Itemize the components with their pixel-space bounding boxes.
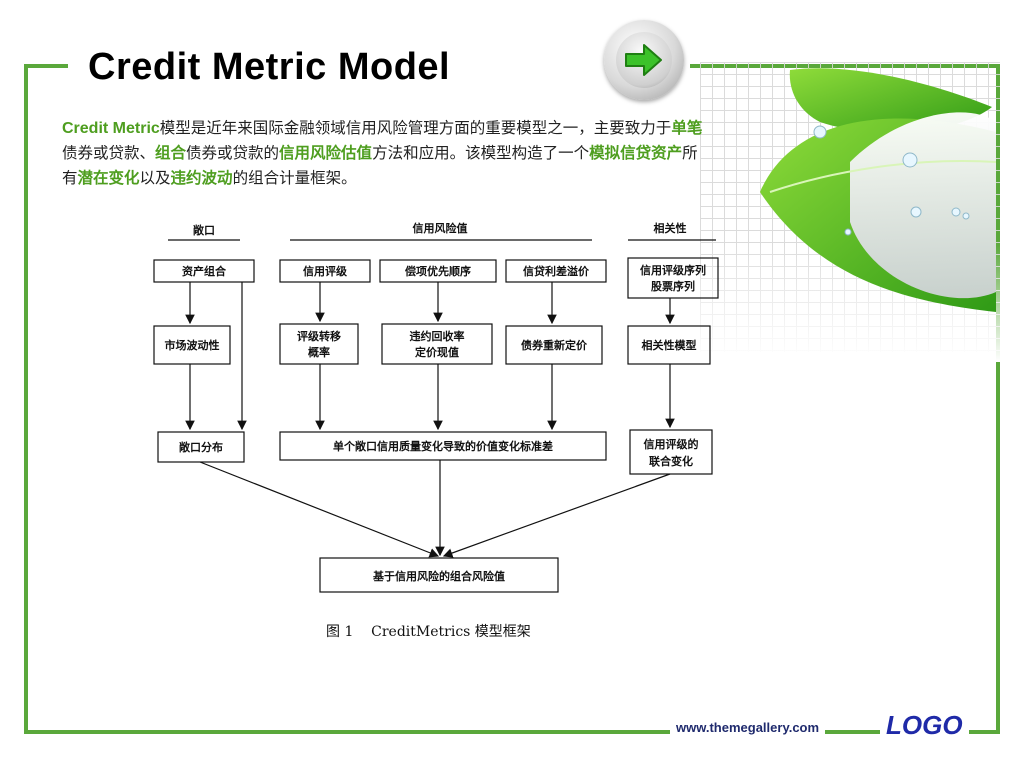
box-credit-spread (505, 259, 607, 283)
para-highlight-4: 模拟信贷资产 (589, 144, 683, 162)
box-bond-revaluation (505, 325, 603, 365)
creditmetrics-framework-diagram: 敞口 信用风险值 相关性 资产组合 信用评级 偿项优先顺序 信贷利差溢价 信用评… (153, 221, 719, 640)
frame-right (996, 64, 1000, 734)
box-asset-portfolio (153, 259, 255, 283)
leaf-icon (760, 68, 996, 312)
box-result (319, 557, 559, 593)
para-text-2: 债券或贷款、 (62, 144, 156, 162)
box-recovery (381, 323, 493, 365)
para-text-7: 的组合计量框架。 (232, 169, 357, 187)
box-correlation-model (627, 325, 711, 365)
para-text-5: 所有 (62, 144, 698, 187)
para-highlight-5: 潜在变化 (77, 169, 140, 187)
para-text-4: 方法和应用。该模型构造了一个 (372, 144, 590, 162)
label-bond-revaluation: 债券重新定价 (521, 338, 588, 352)
box-value-std (279, 431, 607, 461)
label-asset-portfolio: 资产组合 (182, 264, 227, 278)
para-text-6: 以及 (139, 169, 171, 187)
label-recovery-1: 违约回收率 (410, 329, 465, 343)
label-correlation-model: 相关性模型 (642, 338, 697, 352)
para-text-1: 模型是近年来国际金融领域信用风险管理方面的重要模型之一，主要致力于 (159, 119, 672, 137)
para-highlight-3: 信用风险估值 (279, 144, 373, 162)
figure-caption: 图 1 CreditMetrics 模型框架 (326, 624, 531, 640)
box-credit-rating (279, 259, 371, 283)
label-joint-1: 信用评级的 (644, 437, 699, 451)
para-text-3: 债券或贷款的 (186, 144, 280, 162)
brand-name: Credit Metric (62, 120, 160, 137)
header-exposure: 敞口 (193, 223, 215, 237)
footer-url-link[interactable]: www.themegallery.com (670, 720, 826, 735)
label-result: 基于信用风险的组合风险值 (372, 569, 505, 583)
para-highlight-1: 单笔 (671, 119, 703, 137)
frame-left (24, 64, 28, 734)
para-highlight-2: 组合 (155, 144, 187, 162)
box-market-volatility (153, 325, 231, 365)
arrow-joint-result (442, 473, 671, 558)
label-exposure-distribution: 敞口分布 (179, 440, 223, 454)
label-value-std: 单个敞口信用质量变化导致的价值变化标准差 (333, 439, 553, 453)
green-right-arrow-icon (625, 44, 662, 76)
frame-bottom (24, 730, 1000, 734)
box-migration (279, 323, 359, 365)
label-rating-series-1: 信用评级序列 (640, 263, 706, 277)
label-seniority: 偿项优先顺序 (405, 264, 471, 278)
box-rating-series (627, 257, 719, 299)
label-migration-2: 概率 (308, 345, 330, 359)
box-joint-change (629, 429, 713, 475)
intro-paragraph: Credit Metric模型是近年来国际金融领域信用风险管理方面的重要模型之一… (62, 116, 712, 191)
label-recovery-2: 定价现值 (415, 345, 459, 359)
slide-title: Credit Metric Model (88, 46, 457, 89)
para-highlight-6: 违约波动 (170, 169, 233, 187)
label-market-volatility: 市场波动性 (165, 338, 220, 352)
header-correlation: 相关性 (654, 221, 687, 235)
label-migration-1: 评级转移 (297, 329, 341, 343)
next-slide-button[interactable] (604, 20, 684, 100)
arrow-distribution-result (199, 461, 440, 558)
label-joint-2: 联合变化 (649, 454, 693, 468)
frame-top-left (24, 64, 68, 68)
logo: LOGO (880, 710, 969, 741)
label-rating-series-2: 股票序列 (651, 279, 695, 293)
label-credit-rating: 信用评级 (303, 264, 348, 278)
header-credit-var: 信用风险值 (413, 221, 468, 235)
label-credit-spread: 信贷利差溢价 (523, 264, 590, 278)
